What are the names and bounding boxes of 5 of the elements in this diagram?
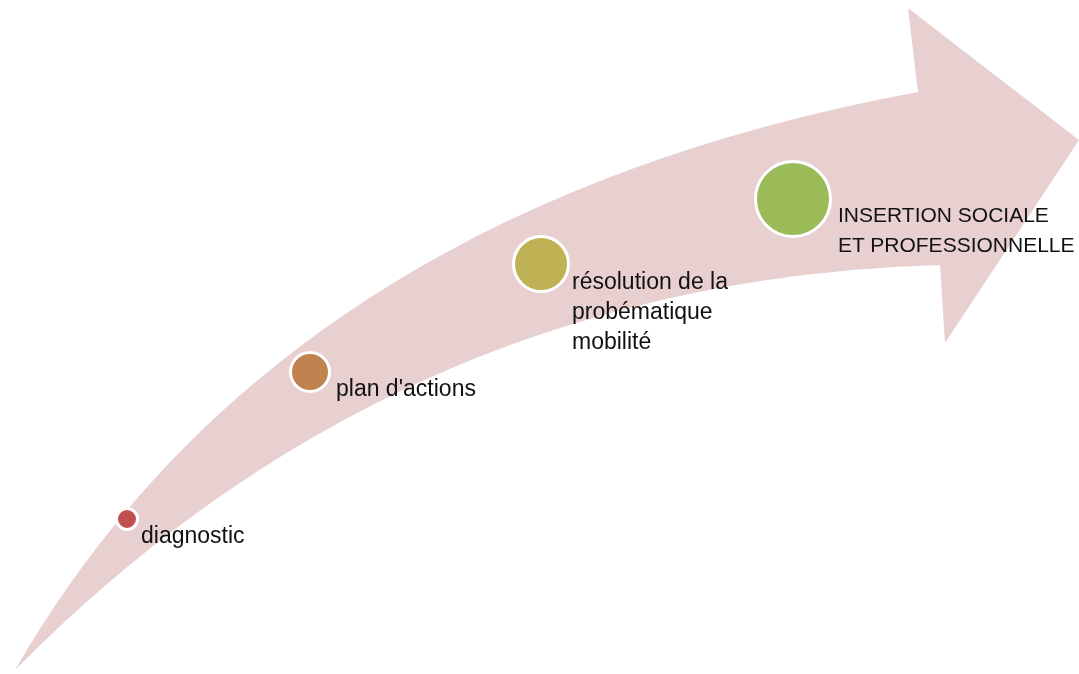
step-label: INSERTION SOCIALE ET PROFESSIONNELLE xyxy=(838,202,1076,258)
step-label: diagnostic xyxy=(141,521,245,550)
step-label: résolution de la probématique mobilité xyxy=(572,267,729,356)
circle-marker xyxy=(115,507,139,531)
step-label: plan d'actions xyxy=(336,374,476,403)
